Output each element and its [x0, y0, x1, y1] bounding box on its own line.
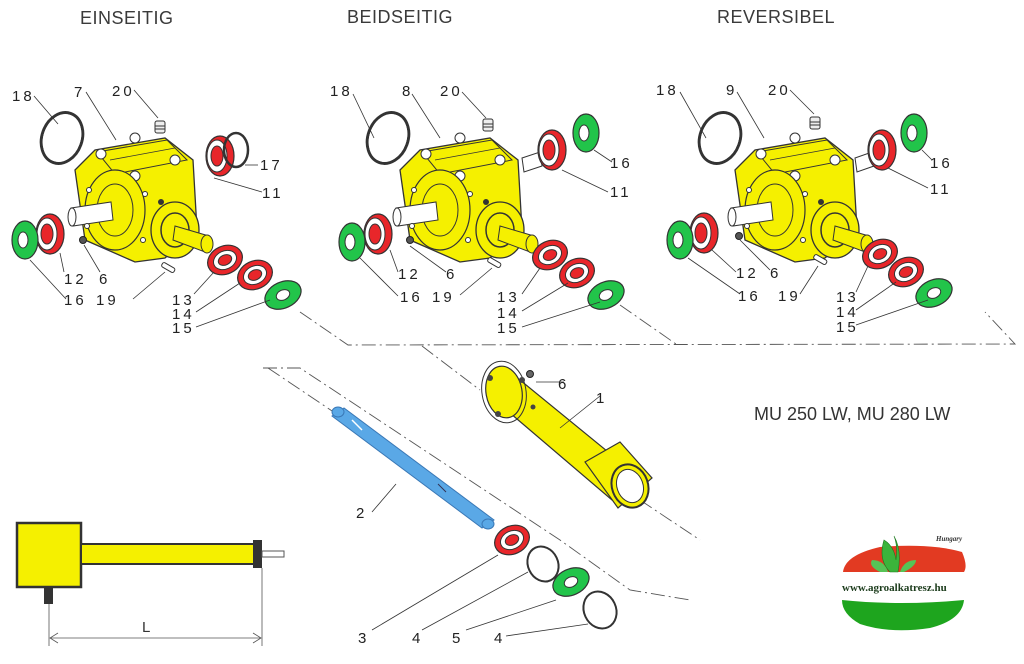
callout-4: 4 — [494, 630, 505, 647]
tube-block — [80, 543, 256, 565]
assembly-reversibel: 18 9 20 16 11 12 6 16 19 13 14 15 — [656, 82, 958, 336]
shaft-stub — [261, 550, 285, 558]
end-cap — [253, 540, 262, 568]
shaft — [331, 406, 495, 530]
dimension-label: L — [142, 619, 150, 636]
callout-5: 5 — [452, 630, 463, 647]
callout-1: 1 — [596, 390, 607, 407]
logo-country: Hungary — [936, 535, 963, 543]
dimension-diagram: L — [15, 521, 285, 646]
callout-19: 19 — [432, 289, 455, 306]
callout-housing: 9 — [726, 82, 737, 99]
callout-14: 14 — [497, 305, 520, 322]
title-beidseitig: BEIDSEITIG — [347, 7, 454, 27]
callout-4: 4 — [412, 630, 423, 647]
logo-green-band — [842, 600, 964, 631]
callout-18: 18 — [656, 82, 679, 99]
assembly-guide-lines — [263, 304, 1017, 601]
snap-ring — [582, 590, 618, 630]
callout-17: 17 — [260, 157, 283, 174]
callout-12: 12 — [736, 265, 759, 282]
bearing — [867, 129, 897, 171]
callout-12: 12 — [398, 266, 421, 283]
callout-13: 13 — [836, 289, 859, 306]
callout-18: 18 — [12, 88, 35, 105]
callout-18: 18 — [330, 83, 353, 100]
callout-11: 11 — [930, 181, 952, 198]
title-reversibel: REVERSIBEL — [717, 7, 836, 27]
gearbox-housing — [727, 132, 874, 263]
callout-11: 11 — [262, 185, 284, 202]
bearing — [205, 135, 235, 177]
callout-6: 6 — [770, 265, 781, 282]
bearing — [689, 212, 719, 254]
title-einseitig: EINSEITIG — [80, 8, 174, 28]
callout-16: 16 — [400, 289, 423, 306]
callout-14: 14 — [836, 304, 859, 321]
key-pin — [160, 261, 177, 274]
callout-16: 16 — [738, 288, 761, 305]
snap-ring — [222, 131, 250, 169]
logo — [842, 535, 966, 631]
seal — [11, 220, 39, 260]
o-ring — [358, 105, 418, 171]
seal — [900, 113, 928, 153]
o-ring — [690, 105, 750, 171]
callout-13: 13 — [172, 292, 195, 309]
assembly-beidseitig: 18 8 20 16 11 12 6 16 19 13 14 15 — [330, 83, 633, 337]
bearing — [363, 213, 393, 255]
callout-14: 14 — [172, 306, 195, 323]
callout-16: 16 — [64, 292, 87, 309]
seal — [666, 220, 694, 260]
callout-6: 6 — [446, 266, 457, 283]
callout-13: 13 — [497, 289, 520, 306]
callout-15: 15 — [172, 320, 195, 337]
logo-url[interactable]: www.agroalkatresz.hu — [842, 582, 947, 594]
grease-nipple — [406, 236, 414, 244]
seal — [572, 113, 600, 153]
callout-3: 3 — [358, 630, 369, 647]
callout-12: 12 — [64, 271, 87, 288]
callout-19: 19 — [96, 292, 119, 309]
callout-20: 20 — [768, 82, 791, 99]
grease-nipple — [735, 232, 743, 240]
breather-plug — [482, 118, 494, 132]
callout-19: 19 — [778, 288, 801, 305]
callout-16: 16 — [610, 155, 633, 172]
callout-11: 11 — [610, 184, 632, 201]
callout-15: 15 — [497, 320, 520, 337]
snap-ring — [526, 545, 560, 583]
leaf-icon — [871, 560, 888, 572]
input-stub — [44, 587, 53, 604]
gearbox-housing — [67, 132, 214, 263]
leaf-icon — [881, 535, 900, 573]
seal — [338, 222, 366, 262]
gearbox-housing — [392, 132, 539, 263]
bearing — [35, 213, 65, 255]
grease-nipple — [79, 236, 87, 244]
breather-plug — [154, 120, 166, 134]
callout-6: 6 — [558, 376, 569, 393]
callout-16: 16 — [930, 155, 953, 172]
callout-2: 2 — [356, 505, 367, 522]
o-ring — [32, 105, 92, 171]
tube-assembly: 6 1 2 3 4 5 4 — [331, 360, 653, 647]
assembly-einseitig: 18 7 20 17 11 12 6 16 19 13 14 15 — [11, 83, 307, 337]
callout-20: 20 — [112, 83, 135, 100]
callout-15: 15 — [836, 319, 859, 336]
callout-housing: 7 — [74, 84, 85, 101]
bearing — [489, 519, 535, 561]
bearing — [537, 129, 567, 171]
callout-housing: 8 — [402, 83, 413, 100]
leaf-icon — [900, 560, 916, 572]
gearbox-block — [15, 521, 83, 589]
rear-shaft — [521, 151, 543, 173]
callout-6: 6 — [99, 271, 110, 288]
callout-20: 20 — [440, 83, 463, 100]
breather-plug — [809, 116, 821, 130]
model-label: MU 250 LW, MU 280 LW — [754, 404, 951, 424]
housing-tube — [481, 360, 653, 509]
grease-nipple — [526, 370, 534, 378]
